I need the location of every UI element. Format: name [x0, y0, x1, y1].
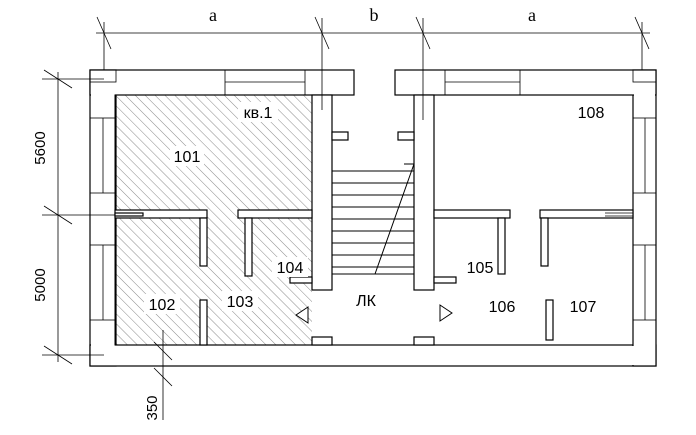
windows-left [89, 117, 117, 321]
room-101-label: 101 [174, 149, 201, 166]
partitions-left [114, 209, 313, 346]
dim-left-lower: 5000 [32, 268, 49, 301]
dim-top-right: a [528, 5, 536, 25]
room-104-label: 104 [277, 260, 304, 277]
dim-left-upper: 5600 [32, 131, 49, 164]
room-105-label: 105 [467, 260, 494, 277]
stair-hall-label: ЛК [356, 293, 377, 310]
stair-core-walls [289, 94, 457, 346]
partitions-right [433, 209, 634, 341]
dimension-lines [42, 16, 650, 420]
dim-top-left: a [209, 5, 217, 25]
windows-top [89, 69, 657, 96]
exterior-walls [89, 69, 657, 367]
room-labels: кв.1 101 102 103 104 105 106 107 108 ЛК [144, 102, 604, 316]
windows-right [632, 117, 657, 321]
room-106-label: 106 [489, 299, 516, 316]
stair-flights [332, 163, 415, 275]
arrow-left-icon [295, 306, 309, 324]
apartment-label: кв.1 [244, 105, 273, 122]
room-103-label: 103 [227, 294, 254, 311]
room-107-label: 107 [570, 299, 597, 316]
dim-wall-thickness: 350 [144, 395, 161, 420]
arrow-right-icon [439, 304, 453, 322]
room-102-label: 102 [149, 297, 176, 314]
entry-arrows [295, 304, 453, 324]
dim-top-middle: b [370, 5, 379, 25]
room-108-label: 108 [578, 105, 605, 122]
